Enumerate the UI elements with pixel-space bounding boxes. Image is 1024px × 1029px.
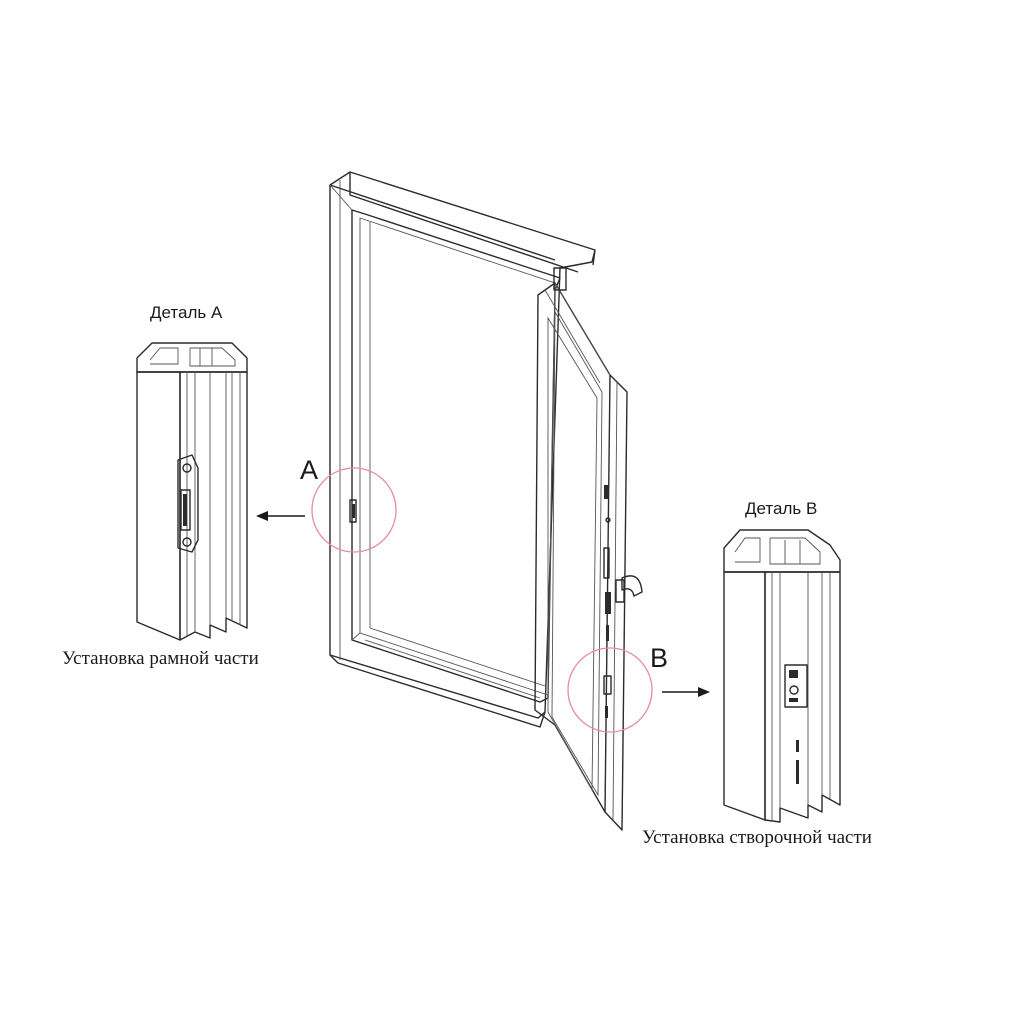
caption-frame-installation: Установка рамной части	[62, 648, 259, 669]
arrow-left-icon	[256, 511, 305, 521]
detail-a-title: Деталь А	[150, 303, 223, 322]
callout-circle-a	[311, 467, 397, 553]
marker-a-label: A	[300, 455, 319, 485]
detail-b-title: Деталь В	[745, 499, 818, 518]
callout-circle-b	[567, 647, 653, 733]
detail-a-profile	[136, 342, 248, 641]
caption-sash-installation: Установка створочной части	[642, 827, 872, 848]
window-frame	[329, 171, 596, 728]
window-sash	[534, 267, 643, 831]
arrow-right-icon	[662, 687, 710, 697]
detail-b-profile	[723, 529, 841, 823]
marker-b-label: B	[650, 643, 669, 673]
